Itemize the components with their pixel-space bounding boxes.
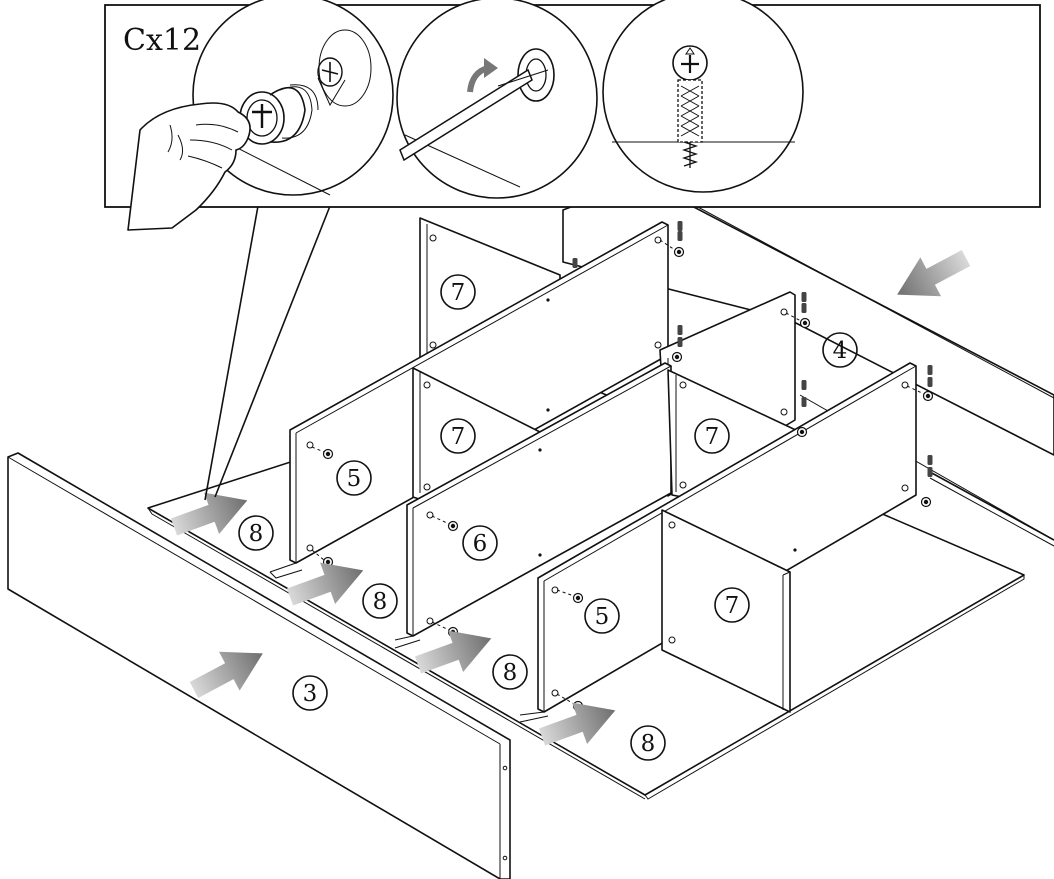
svg-text:8: 8 <box>641 731 656 757</box>
svg-text:3: 3 <box>303 681 318 707</box>
svg-text:5: 5 <box>347 466 362 492</box>
screwdriver-icon <box>396 0 598 199</box>
divider-center <box>406 362 672 637</box>
part-label-6: 6 <box>462 525 498 561</box>
divider-right <box>537 362 917 713</box>
panel-7-front-right <box>661 509 791 713</box>
svg-text:8: 8 <box>249 521 264 547</box>
part-label-5-right: 5 <box>584 598 620 634</box>
svg-text:7: 7 <box>705 424 720 450</box>
part-label-3: 3 <box>292 675 328 711</box>
svg-text:7: 7 <box>451 424 466 450</box>
svg-text:7: 7 <box>451 280 466 306</box>
push-arrow-icon <box>166 250 971 758</box>
svg-text:4: 4 <box>833 338 848 364</box>
detail-callout: Cx12 <box>104 0 1041 231</box>
part-label-8-c: 8 <box>492 654 528 690</box>
svg-text:8: 8 <box>503 660 518 686</box>
part-label-8-d: 8 <box>630 725 666 761</box>
screw-section-icon <box>602 0 804 193</box>
part-label-7-d: 7 <box>714 587 750 623</box>
part-label-5-left: 5 <box>336 460 372 496</box>
part-label-7-a: 7 <box>440 274 476 310</box>
svg-text:7: 7 <box>725 593 740 619</box>
hand-icon <box>127 102 251 231</box>
callout-leader <box>204 205 331 501</box>
rotate-arrow-icon <box>467 58 498 93</box>
part-label-7-c: 7 <box>694 418 730 454</box>
svg-text:5: 5 <box>595 604 610 630</box>
part-label-8-a: 8 <box>238 515 274 551</box>
svg-text:6: 6 <box>473 531 488 557</box>
cam-leaders <box>311 239 925 705</box>
svg-text:8: 8 <box>373 589 388 615</box>
part-label-8-b: 8 <box>362 583 398 619</box>
hardware-count-label: Cx12 <box>123 23 201 58</box>
front-panel <box>7 452 511 879</box>
part-label-7-b: 7 <box>440 418 476 454</box>
part-label-4: 4 <box>822 332 858 368</box>
